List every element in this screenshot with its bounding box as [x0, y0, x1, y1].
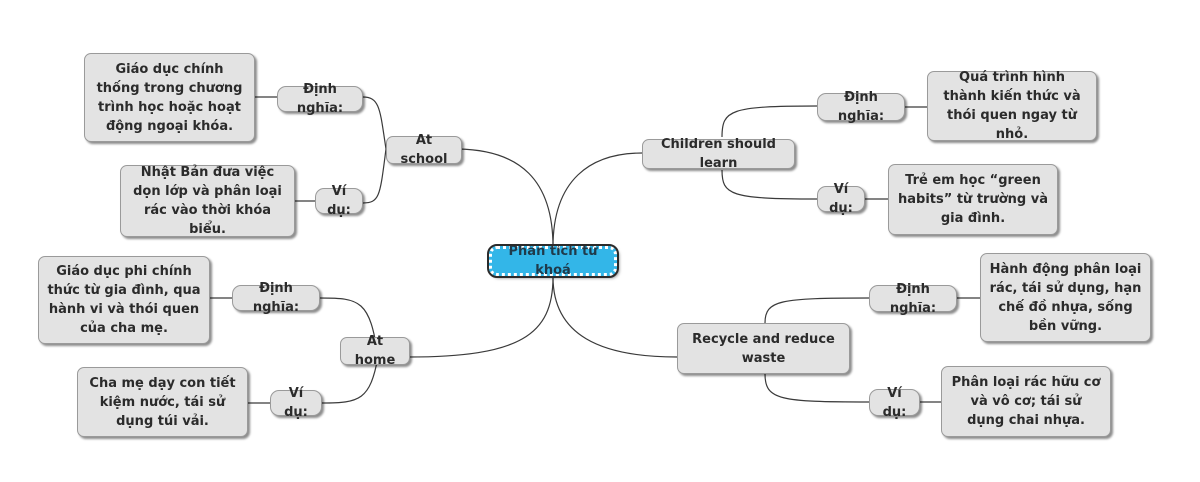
home-example-text[interactable]: Cha mẹ dạy con tiết kiệm nước, tái sử dụ…: [77, 367, 248, 437]
branch-recycle-reduce-waste[interactable]: Recycle and reduce waste: [677, 323, 850, 374]
school-example-label-text: Ví dụ:: [327, 184, 351, 218]
branch-children-label: Children should learn: [661, 137, 776, 171]
children-definition-label-text: Định nghĩa:: [837, 90, 885, 124]
school-definition-label[interactable]: Định nghĩa:: [277, 82, 363, 116]
recycle-definition-label[interactable]: Định nghĩa:: [869, 282, 957, 316]
recycle-example-label-text: Ví dụ:: [882, 385, 907, 420]
branch-at-school[interactable]: At school: [386, 133, 462, 167]
school-example-text-content: Nhật Bản đưa việc dọn lớp và phân loại r…: [133, 165, 282, 237]
children-example-label[interactable]: Ví dụ:: [817, 182, 865, 216]
school-definition-text[interactable]: Giáo dục chính thống trong chương trình …: [84, 53, 255, 142]
recycle-definition-label-text: Định nghĩa:: [889, 281, 937, 316]
recycle-definition-text[interactable]: Hành động phân loại rác, tái sử dụng, hạ…: [980, 253, 1151, 342]
central-topic[interactable]: Phân tích từ khoá: [487, 244, 619, 278]
home-example-label-text: Ví dụ:: [284, 386, 308, 420]
central-topic-label: Phân tích từ khoá: [508, 244, 598, 278]
branch-children-should-learn[interactable]: Children should learn: [642, 137, 795, 171]
link-home-example: [321, 356, 379, 404]
school-definition-label-text: Định nghĩa:: [296, 82, 344, 116]
link-recycle-definition: [764, 297, 870, 324]
link-school-definition: [362, 96, 387, 150]
children-definition-text-content: Quá trình hình thành kiến thức và thói q…: [943, 70, 1081, 142]
school-example-label[interactable]: Ví dụ:: [315, 184, 363, 218]
branch-at-home-label: At home: [354, 334, 396, 368]
recycle-example-label[interactable]: Ví dụ:: [869, 386, 920, 420]
school-definition-text-content: Giáo dục chính thống trong chương trình …: [96, 61, 243, 134]
link-center-children: [552, 152, 643, 248]
link-children-example: [721, 169, 818, 200]
children-definition-text[interactable]: Quá trình hình thành kiến thức và thói q…: [927, 70, 1097, 142]
branch-recycle-label: Recycle and reduce waste: [692, 331, 835, 366]
children-example-text-content: Trẻ em học “green habits” từ trường và g…: [898, 173, 1048, 226]
link-center-home: [407, 276, 554, 358]
home-example-label[interactable]: Ví dụ:: [270, 386, 322, 420]
link-recycle-example: [764, 373, 870, 403]
link-center-school: [457, 148, 554, 248]
link-center-recycle: [552, 276, 678, 358]
home-definition-label-text: Định nghĩa:: [252, 281, 300, 315]
recycle-example-text-content: Phân loại rác hữu cơ và vô cơ; tái sử dụ…: [951, 375, 1101, 428]
home-definition-text[interactable]: Giáo dục phi chính thức từ gia đình, qua…: [38, 256, 210, 344]
home-example-text-content: Cha mẹ dạy con tiết kiệm nước, tái sử dụ…: [89, 375, 236, 429]
branch-at-school-label: At school: [400, 133, 448, 167]
link-school-example: [362, 148, 387, 204]
children-example-label-text: Ví dụ:: [829, 182, 853, 216]
home-definition-label[interactable]: Định nghĩa:: [232, 281, 320, 315]
recycle-example-text[interactable]: Phân loại rác hữu cơ và vô cơ; tái sử dụ…: [941, 366, 1111, 437]
branch-at-home[interactable]: At home: [340, 334, 410, 368]
recycle-definition-text-content: Hành động phân loại rác, tái sử dụng, hạ…: [989, 261, 1142, 334]
children-example-text[interactable]: Trẻ em học “green habits” từ trường và g…: [888, 164, 1058, 235]
link-children-definition: [721, 105, 818, 138]
home-definition-text-content: Giáo dục phi chính thức từ gia đình, qua…: [47, 264, 201, 336]
school-example-text[interactable]: Nhật Bản đưa việc dọn lớp và phân loại r…: [120, 165, 295, 237]
children-definition-label[interactable]: Định nghĩa:: [817, 90, 905, 124]
